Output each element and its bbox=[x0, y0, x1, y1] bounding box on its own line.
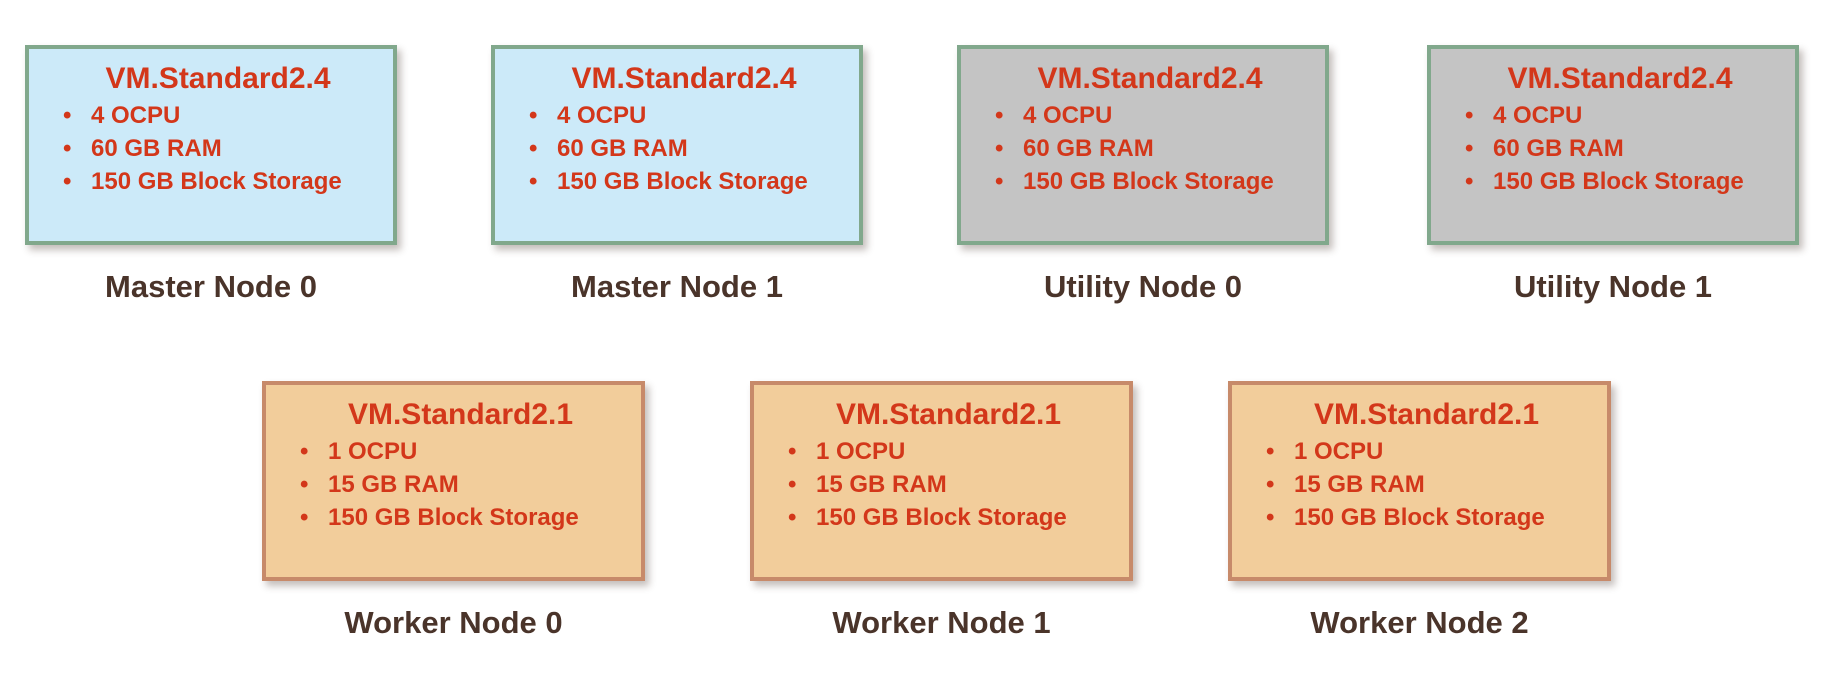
bullet-icon: • bbox=[529, 135, 538, 162]
node-spec-text: 60 GB RAM bbox=[557, 135, 688, 162]
node-caption: Utility Node 1 bbox=[1513, 269, 1713, 304]
node-spec-item: • 15 GB RAM bbox=[784, 468, 1129, 501]
node-spec-item: • 60 GB RAM bbox=[1461, 132, 1795, 165]
node-shape-box: VM.Standard2.4 • 4 OCPU • 60 GB RAM • 150 GB B… bbox=[491, 45, 863, 245]
bullet-icon: • bbox=[995, 168, 1004, 195]
bullet-icon: • bbox=[1266, 438, 1275, 465]
node-spec-item: • 60 GB RAM bbox=[525, 132, 859, 165]
node-spec-text: 1 OCPU bbox=[328, 438, 418, 465]
bullet-icon: • bbox=[788, 471, 797, 498]
bullet-icon: • bbox=[1465, 168, 1474, 195]
node-spec-text: 4 OCPU bbox=[1023, 102, 1113, 129]
node-shape-name: VM.Standard2.4 bbox=[1507, 62, 1733, 95]
node-shape-name: VM.Standard2.1 bbox=[835, 398, 1062, 431]
node-spec-list: • 1 OCPU • 15 GB RAM • 150 GB Block Storage bbox=[266, 435, 641, 534]
node-spec-item: • 60 GB RAM bbox=[59, 132, 393, 165]
node-spec-text: 150 GB Block Storage bbox=[1023, 168, 1274, 195]
bullet-icon: • bbox=[788, 438, 797, 465]
node-spec-text: 1 OCPU bbox=[1294, 438, 1384, 465]
bullet-icon: • bbox=[995, 135, 1004, 162]
node-spec-list: • 1 OCPU • 15 GB RAM • 150 GB Block Storage bbox=[754, 435, 1129, 534]
node-shape-name: VM.Standard2.4 bbox=[571, 62, 797, 95]
node-spec-text: 4 OCPU bbox=[1493, 102, 1583, 129]
node-spec-text: 60 GB RAM bbox=[1023, 135, 1154, 162]
node-spec-list: • 1 OCPU • 15 GB RAM • 150 GB Block Storage bbox=[1232, 435, 1607, 534]
bullet-icon: • bbox=[63, 168, 72, 195]
node-spec-list: • 4 OCPU • 60 GB RAM • 150 GB Block Storage bbox=[29, 99, 393, 198]
node-spec-item: • 1 OCPU bbox=[784, 435, 1129, 468]
node-spec-text: 15 GB RAM bbox=[328, 471, 459, 498]
node-spec-item: • 150 GB Block Storage bbox=[59, 165, 393, 198]
node-spec-item: • 1 OCPU bbox=[296, 435, 641, 468]
bullet-icon: • bbox=[300, 504, 309, 531]
node-shape-box: VM.Standard2.1 • 1 OCPU • 15 GB RAM • 150 GB B… bbox=[262, 381, 645, 581]
node-caption: Worker Node 1 bbox=[832, 605, 1051, 640]
bullet-icon: • bbox=[1465, 135, 1474, 162]
node-spec-item: • 150 GB Block Storage bbox=[991, 165, 1325, 198]
node-spec-item: • 4 OCPU bbox=[59, 99, 393, 132]
node-spec-item: • 4 OCPU bbox=[1461, 99, 1795, 132]
node-spec-item: • 4 OCPU bbox=[991, 99, 1325, 132]
node-spec-item: • 150 GB Block Storage bbox=[784, 501, 1129, 534]
node-spec-text: 150 GB Block Storage bbox=[816, 504, 1067, 531]
node-spec-item: • 4 OCPU bbox=[525, 99, 859, 132]
node-shape-name: VM.Standard2.1 bbox=[1313, 398, 1540, 431]
node-shape-name: VM.Standard2.1 bbox=[347, 398, 574, 431]
bullet-icon: • bbox=[1465, 102, 1474, 129]
node-spec-text: 150 GB Block Storage bbox=[1493, 168, 1744, 195]
node-spec-text: 15 GB RAM bbox=[1294, 471, 1425, 498]
node-spec-text: 1 OCPU bbox=[816, 438, 906, 465]
bullet-icon: • bbox=[1266, 504, 1275, 531]
node-caption: Worker Node 2 bbox=[1310, 605, 1529, 640]
node-shape-box: VM.Standard2.1 • 1 OCPU • 15 GB RAM • 150 GB B… bbox=[750, 381, 1133, 581]
node-spec-text: 150 GB Block Storage bbox=[1294, 504, 1545, 531]
node-caption: Master Node 1 bbox=[571, 269, 783, 304]
bullet-icon: • bbox=[995, 102, 1004, 129]
node-spec-item: • 15 GB RAM bbox=[1262, 468, 1607, 501]
node-spec-list: • 4 OCPU • 60 GB RAM • 150 GB Block Storage bbox=[961, 99, 1325, 198]
node-spec-text: 150 GB Block Storage bbox=[91, 168, 342, 195]
node-spec-text: 60 GB RAM bbox=[1493, 135, 1624, 162]
node-caption: Utility Node 0 bbox=[1043, 269, 1243, 304]
bullet-icon: • bbox=[63, 135, 72, 162]
node-shape-box: VM.Standard2.4 • 4 OCPU • 60 GB RAM • 150 GB B… bbox=[25, 45, 397, 245]
node-spec-text: 4 OCPU bbox=[91, 102, 181, 129]
node-spec-item: • 1 OCPU bbox=[1262, 435, 1607, 468]
node-spec-item: • 150 GB Block Storage bbox=[525, 165, 859, 198]
node-caption: Master Node 0 bbox=[105, 269, 317, 304]
bullet-icon: • bbox=[63, 102, 72, 129]
node-spec-item: • 60 GB RAM bbox=[991, 132, 1325, 165]
node-shape-box: VM.Standard2.1 • 1 OCPU • 15 GB RAM • 150 GB B… bbox=[1228, 381, 1611, 581]
node-spec-item: • 15 GB RAM bbox=[296, 468, 641, 501]
bullet-icon: • bbox=[529, 168, 538, 195]
node-spec-text: 4 OCPU bbox=[557, 102, 647, 129]
node-spec-text: 60 GB RAM bbox=[91, 135, 222, 162]
bullet-icon: • bbox=[1266, 471, 1275, 498]
node-shape-name: VM.Standard2.4 bbox=[1037, 62, 1263, 95]
node-spec-list: • 4 OCPU • 60 GB RAM • 150 GB Block Storage bbox=[495, 99, 859, 198]
node-spec-item: • 150 GB Block Storage bbox=[296, 501, 641, 534]
node-shape-name: VM.Standard2.4 bbox=[105, 62, 331, 95]
node-shape-box: VM.Standard2.4 • 4 OCPU • 60 GB RAM • 150 GB B… bbox=[1427, 45, 1799, 245]
node-spec-list: • 4 OCPU • 60 GB RAM • 150 GB Block Storage bbox=[1431, 99, 1795, 198]
node-spec-item: • 150 GB Block Storage bbox=[1262, 501, 1607, 534]
bullet-icon: • bbox=[300, 471, 309, 498]
node-spec-text: 150 GB Block Storage bbox=[328, 504, 579, 531]
bullet-icon: • bbox=[300, 438, 309, 465]
node-shape-box: VM.Standard2.4 • 4 OCPU • 60 GB RAM • 150 GB B… bbox=[957, 45, 1329, 245]
node-spec-text: 150 GB Block Storage bbox=[557, 168, 808, 195]
node-spec-item: • 150 GB Block Storage bbox=[1461, 165, 1795, 198]
node-spec-text: 15 GB RAM bbox=[816, 471, 947, 498]
bullet-icon: • bbox=[529, 102, 538, 129]
bullet-icon: • bbox=[788, 504, 797, 531]
node-caption: Worker Node 0 bbox=[344, 605, 563, 640]
